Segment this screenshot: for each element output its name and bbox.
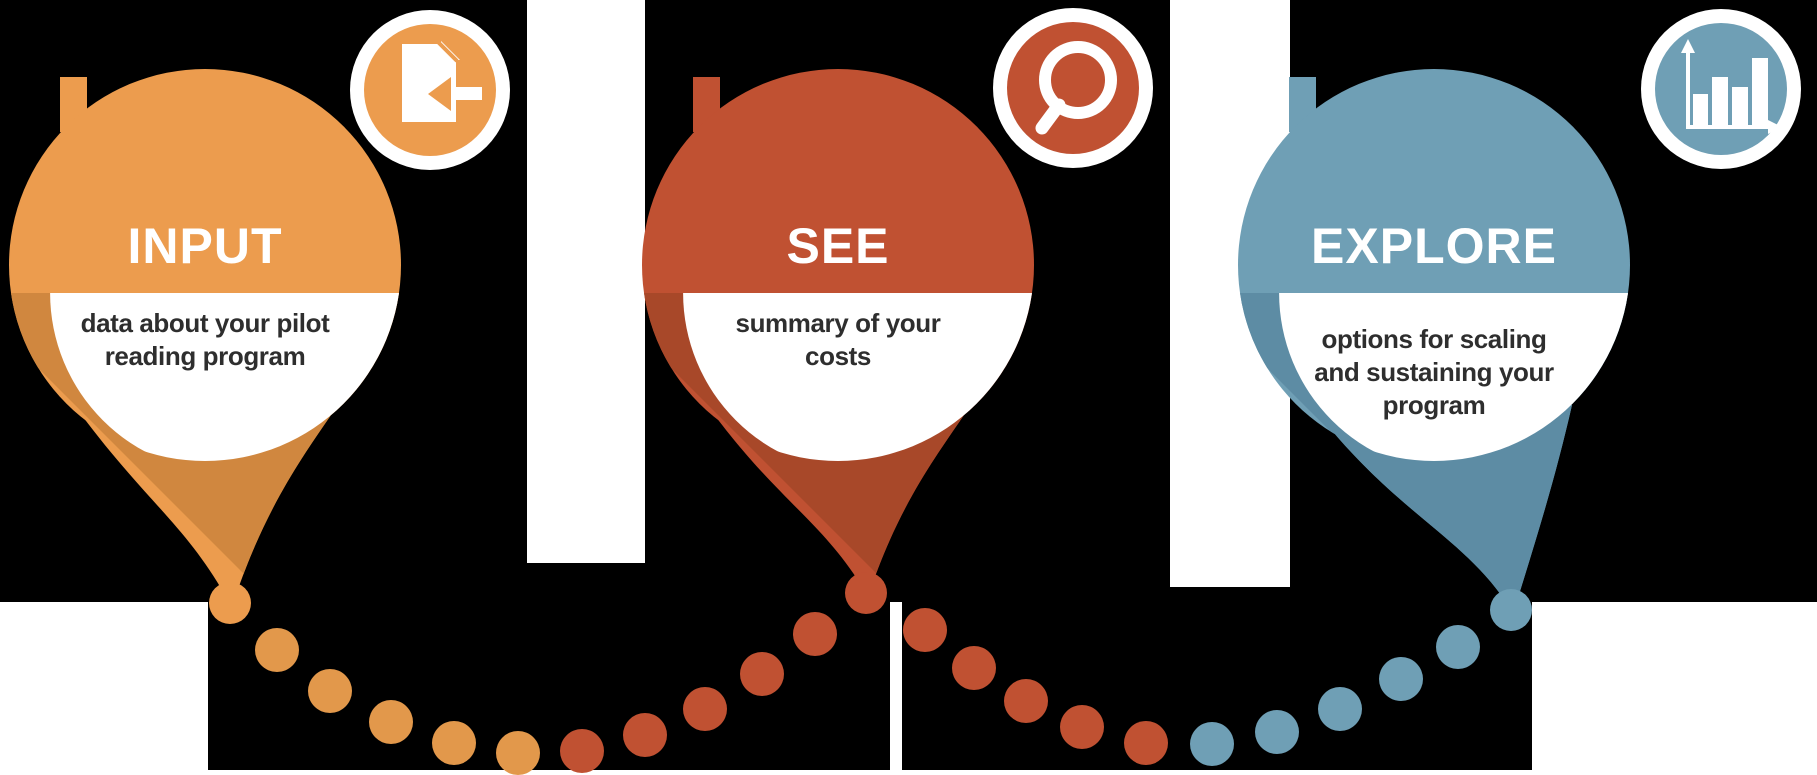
trail-dot	[683, 687, 727, 731]
bubble-explore: EXPLORE options for scaling and sustaini…	[1184, 5, 1804, 705]
step-title: EXPLORE	[1311, 218, 1557, 274]
bubble-input: INPUT data about your pilot reading prog…	[0, 5, 575, 705]
trail-dot	[1379, 657, 1423, 701]
trail-dot	[1004, 679, 1048, 723]
step-title: INPUT	[127, 218, 283, 274]
trail-dot	[560, 729, 604, 773]
step-title: SEE	[786, 218, 890, 274]
trail-dot	[308, 669, 352, 713]
trail-dot	[793, 612, 837, 656]
trail-dot	[1124, 721, 1168, 765]
tail-tip-dot	[1490, 589, 1532, 631]
tail-tip-dot	[845, 572, 887, 614]
bubble-see-shape	[642, 8, 1153, 614]
trail-dot	[255, 628, 299, 672]
bubble-explore-shape	[1238, 9, 1801, 631]
trail-dot	[952, 646, 996, 690]
white-column	[1532, 602, 1817, 770]
trail-dot	[740, 652, 784, 696]
step-description: options for scaling and sustaining your …	[1314, 324, 1554, 420]
bubble-input-shape	[9, 10, 510, 624]
trail-dot	[1255, 710, 1299, 754]
tail-tip-dot	[209, 582, 251, 624]
trail-dot	[1060, 705, 1104, 749]
white-column	[527, 0, 645, 563]
badge-explore	[1641, 9, 1801, 169]
trail-dot	[1436, 625, 1480, 669]
bubble-shadow	[9, 293, 401, 603]
step-description: data about your pilot reading program	[80, 308, 330, 371]
bubble-shadow	[642, 293, 1034, 593]
trail-dot	[496, 731, 540, 775]
magnifier-icon	[1035, 41, 1117, 135]
bar-chart-icon	[1681, 39, 1782, 134]
trail-dot	[1190, 722, 1234, 766]
white-column	[0, 602, 208, 770]
badge-see	[993, 8, 1153, 168]
badge-input	[350, 10, 510, 170]
trail-dot	[369, 700, 413, 744]
bubble-see: SEE summary of your costs	[588, 5, 1208, 705]
trail-dot	[903, 608, 947, 652]
trail-dot	[623, 713, 667, 757]
trail-dot	[432, 721, 476, 765]
white-column	[890, 602, 902, 770]
document-import-icon	[402, 40, 482, 122]
trail-dot	[1318, 687, 1362, 731]
step-description: summary of your costs	[735, 308, 941, 371]
